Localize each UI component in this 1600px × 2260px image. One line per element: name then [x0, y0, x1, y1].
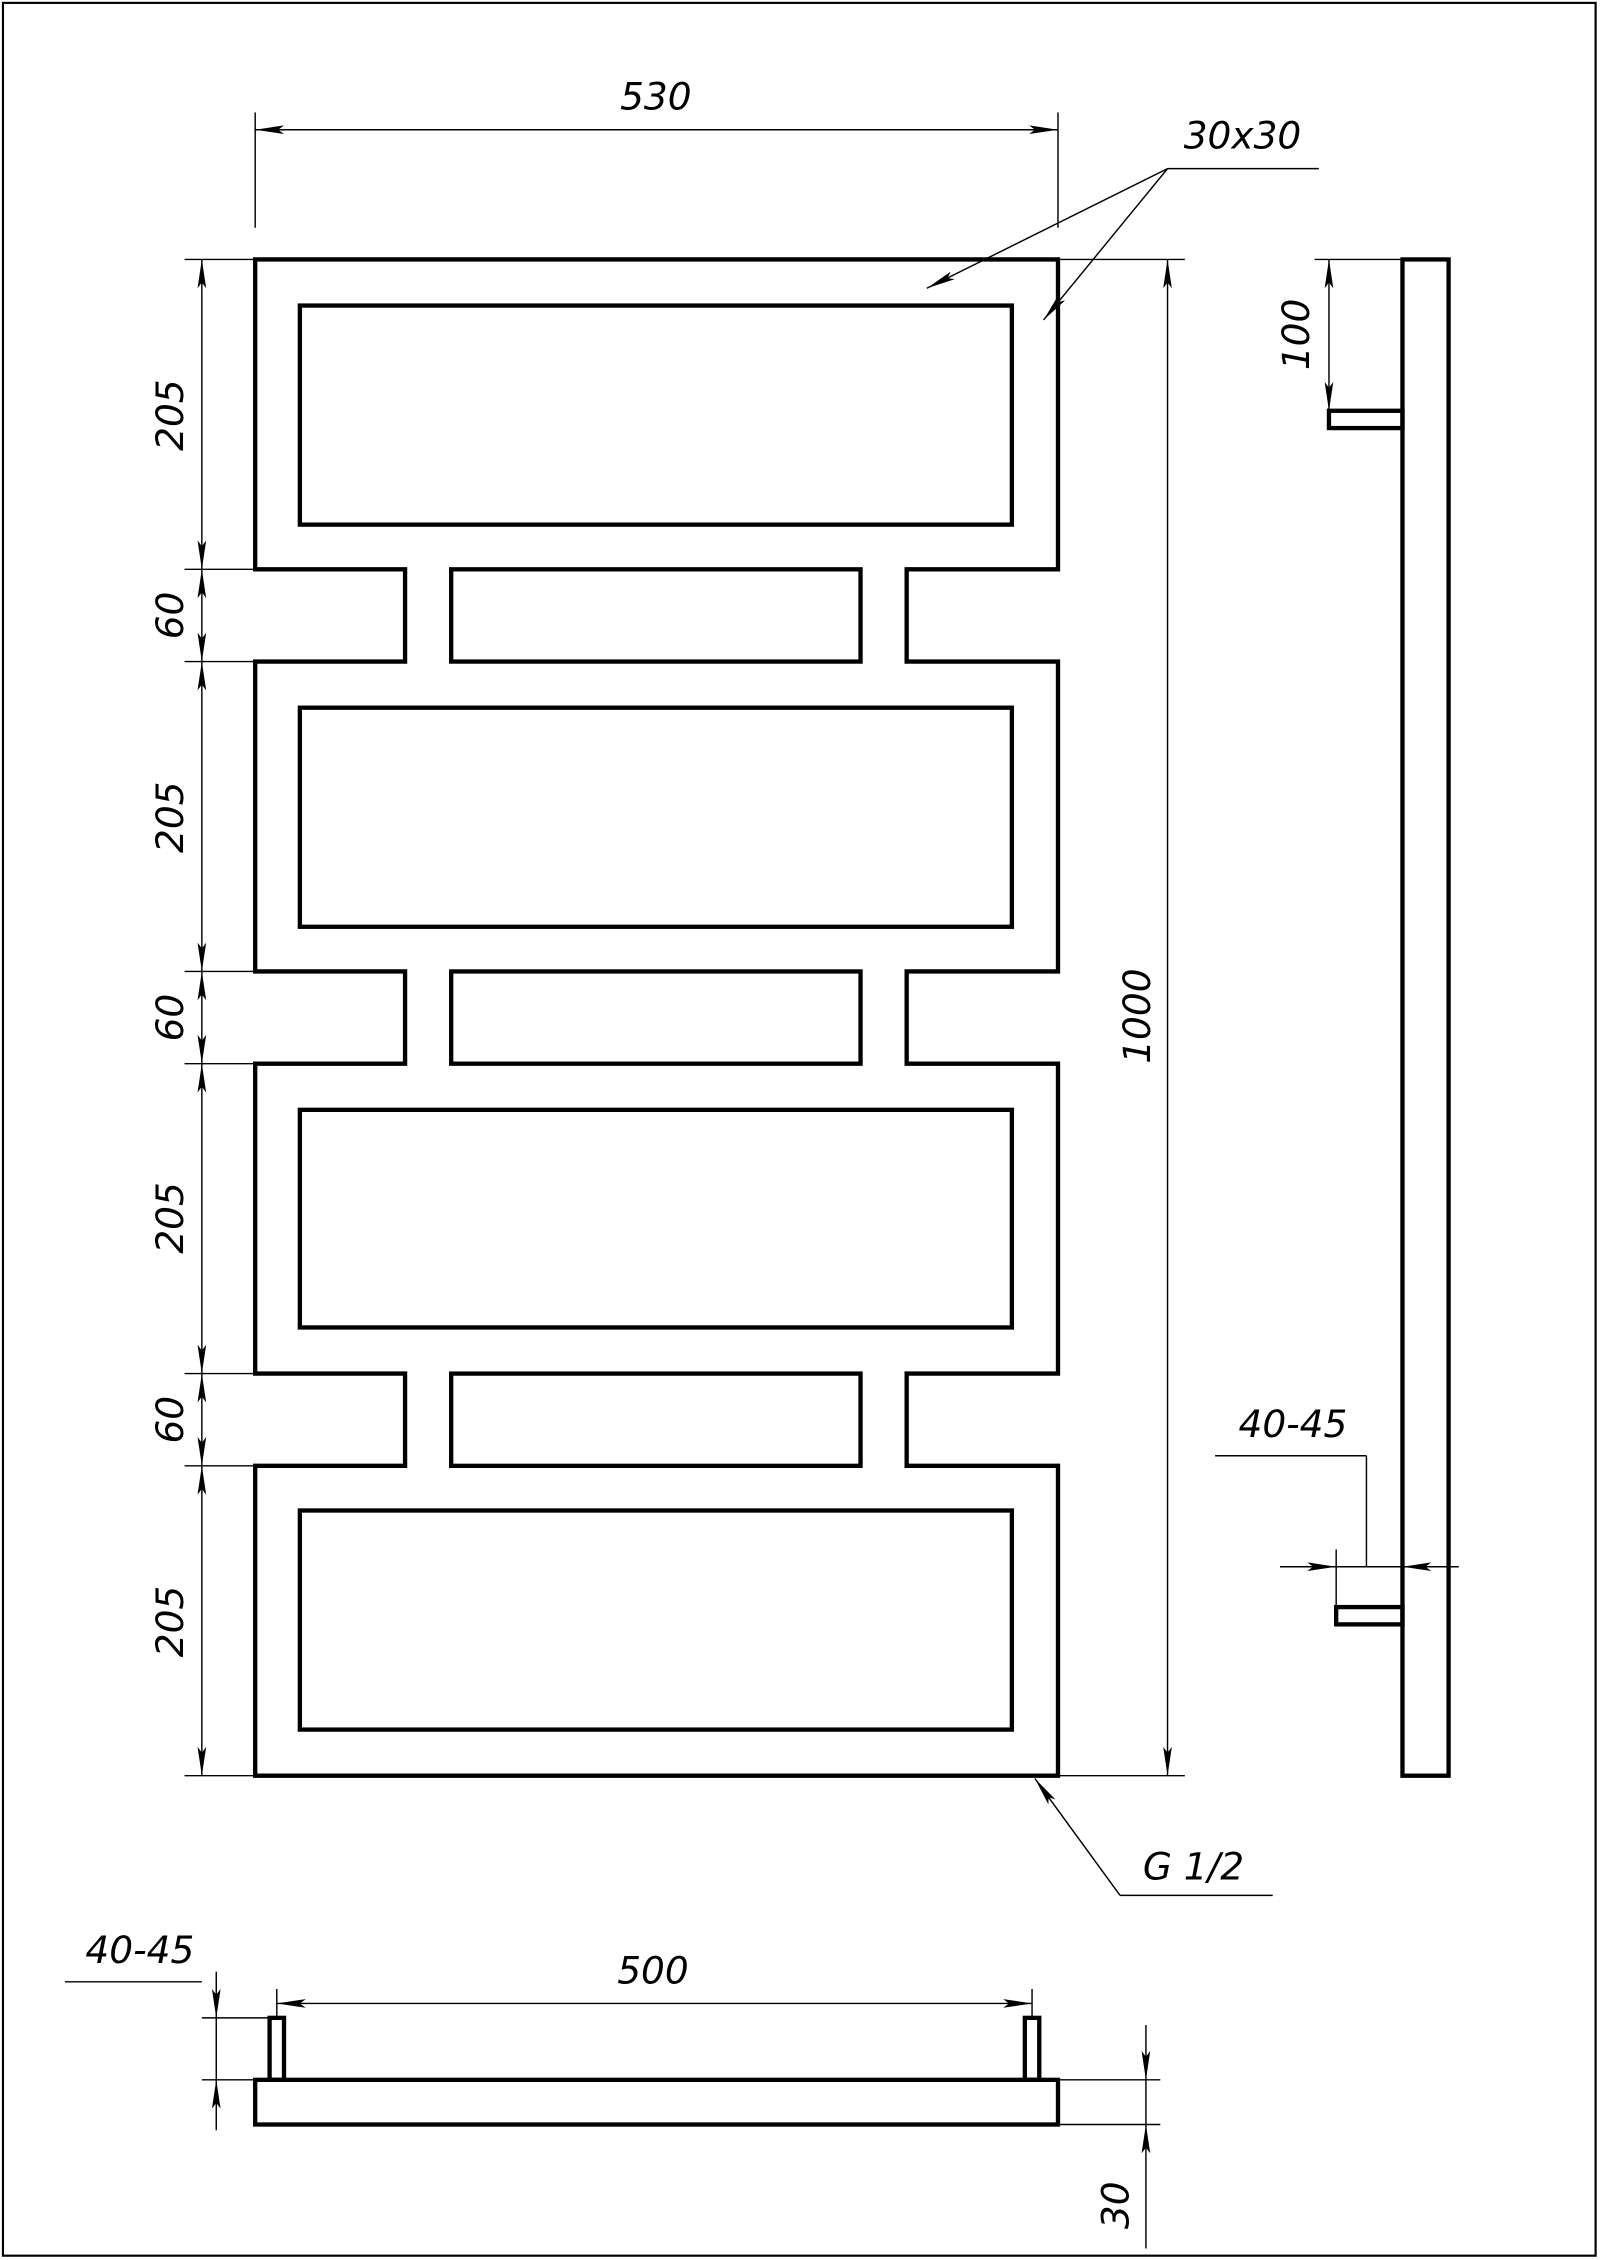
small-opening [449, 969, 863, 1066]
wall-distance-dimension: 40-45 [1215, 1402, 1459, 1608]
section-dim-label: 205 [148, 379, 192, 451]
small-opening [449, 1371, 863, 1468]
large-opening [297, 705, 1015, 929]
section-dim-label: 60 [148, 592, 192, 640]
bottom-wall-distance-label: 40-45 [85, 1928, 194, 1972]
top-offset-dimension: 100 [1274, 258, 1403, 411]
bottom-connection-pipe [1334, 1604, 1405, 1627]
connection-leader: G 1/2 [1034, 1778, 1273, 1897]
section-dim-label: 205 [148, 1182, 192, 1254]
height-dim-label: 1000 [1115, 968, 1159, 1063]
axis-distance-label: 500 [617, 1948, 689, 1992]
frame-outline [253, 257, 1061, 1778]
bottom-profile [253, 2077, 1061, 2127]
bottom-wall-distance-dimension: 40-45 [64, 1928, 270, 2131]
section-dimensions: 205 60 205 60 205 60 205 [148, 258, 256, 1777]
tube-size-label: 30x30 [1184, 113, 1302, 157]
depth-dimension: 30 [1057, 2025, 1161, 2249]
section-dim-label: 205 [148, 1586, 192, 1658]
connection-label: G 1/2 [1143, 1844, 1244, 1888]
depth-label: 30 [1094, 2181, 1138, 2229]
axis-distance-dimension: 500 [276, 1948, 1033, 2018]
side-profile [1400, 257, 1451, 1778]
left-pipe [267, 2015, 287, 2082]
front-view: 530 30x30 205 60 2 [148, 75, 1319, 1897]
section-dim-label: 60 [148, 1396, 192, 1444]
section-dim-label: 60 [148, 994, 192, 1042]
right-pipe [1022, 2015, 1042, 2082]
section-dim-label: 205 [148, 781, 192, 853]
small-opening [449, 567, 863, 664]
bottom-view: 500 40-45 30 [64, 1928, 1161, 2249]
top-connection-pipe [1326, 408, 1405, 431]
top-offset-label: 100 [1274, 299, 1318, 371]
large-opening [297, 1508, 1015, 1732]
height-dimension: 1000 [1057, 258, 1185, 1777]
tube-size-leader: 30x30 [926, 113, 1319, 321]
width-dimension: 530 [254, 75, 1059, 228]
large-opening [297, 1107, 1015, 1330]
large-opening [297, 303, 1015, 527]
side-view: 100 40-45 [1215, 257, 1459, 1778]
width-dim-label: 530 [620, 75, 692, 119]
side-wall-distance-label: 40-45 [1238, 1402, 1347, 1446]
